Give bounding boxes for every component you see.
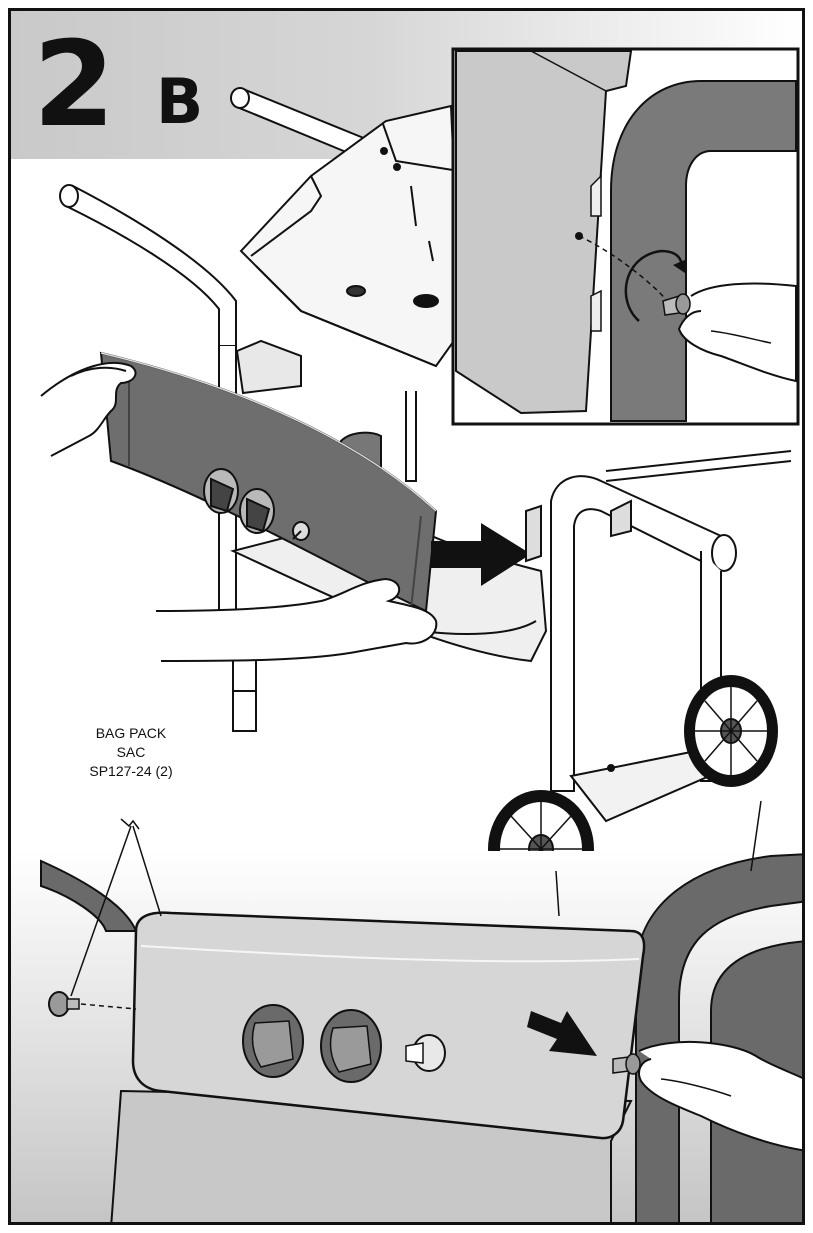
callout-leader	[70, 800, 762, 997]
instruction-page: 2 B	[8, 8, 805, 1225]
knob-icon	[242, 1004, 304, 1078]
rotate-arrow-icon	[624, 249, 687, 322]
arrow-right-icon	[527, 1011, 597, 1056]
parts-callout-line3: SP127-24 (2)	[89, 763, 173, 779]
assembly-illustration	[11, 47, 802, 1222]
knob-icon	[320, 1009, 382, 1083]
parts-callout-label: BAG PACK SAC SP127-24 (2)	[71, 724, 191, 781]
igniter-button	[405, 1034, 446, 1072]
step-number: 2	[33, 15, 115, 153]
detail-inset	[451, 47, 800, 426]
hand-icon	[40, 361, 137, 457]
hand-icon	[677, 282, 797, 383]
parts-callout-line1: BAG PACK	[95, 725, 167, 741]
screw-icon	[48, 991, 80, 1017]
screw-icon	[662, 293, 691, 316]
step-letter: B	[156, 65, 204, 138]
hand-icon	[638, 1040, 802, 1152]
firebox	[235, 104, 463, 395]
hand-icon	[155, 577, 438, 662]
screw-icon	[612, 1053, 641, 1075]
bottom-detail	[40, 853, 802, 1222]
parts-callout-line2: SAC	[116, 744, 146, 760]
arrow-right-icon	[431, 523, 531, 586]
wheel-icon	[684, 675, 778, 787]
control-panel-dark	[99, 351, 438, 613]
